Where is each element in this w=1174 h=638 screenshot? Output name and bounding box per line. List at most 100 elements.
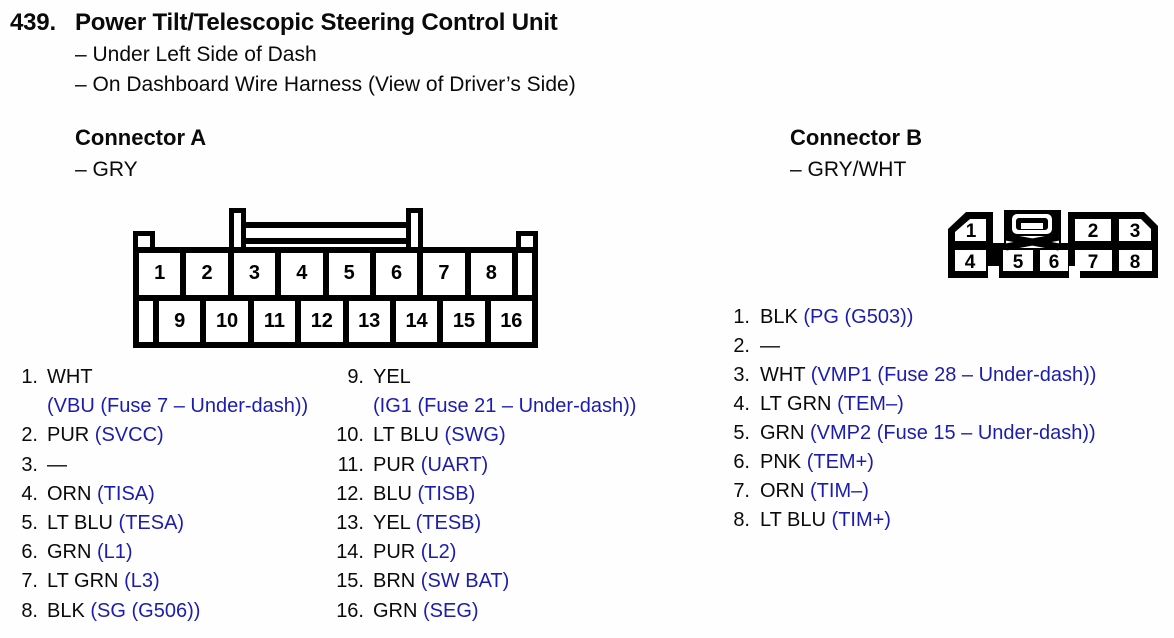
pin-cell-a1: 1: [139, 253, 181, 295]
pin-number: 15.: [336, 570, 364, 593]
connector-b-pin-list: 1. BLK (PG (G503)) 2. — 3. WHT (VMP1 (Fu…: [722, 303, 1096, 535]
signal-label: (SVCC): [94, 424, 164, 447]
signal-label: (UART): [420, 453, 489, 476]
pin-number: 4.: [21, 482, 38, 505]
wire-color: PUR: [373, 541, 416, 564]
signal-label: (TEM+): [806, 451, 874, 473]
pin-row: 5. LT BLU (TESA): [8, 509, 308, 538]
section-title: Power Tilt/Telescopic Steering Control U…: [75, 9, 558, 36]
wire-color: GRN: [760, 422, 805, 444]
pin-number: 9.: [347, 366, 364, 388]
pin-cell-a9: 9: [159, 300, 201, 342]
pin-number: 5.: [733, 422, 750, 444]
pin-row: 9. YEL (IG1 (Fuse 21 – Under-dash)): [330, 363, 636, 421]
connector-a-heading: Connector A – GRY: [75, 125, 206, 182]
pin-row: 5. GRN (VMP2 (Fuse 15 – Under-dash)): [722, 419, 1096, 448]
pin-row: 8. BLK (SG (G506)): [8, 597, 308, 626]
pin-cell-a16: 16: [490, 300, 532, 342]
pin-cell-a11: 11: [253, 300, 296, 342]
connector-b-diagram: 1 2 3 4 5 6 7 8: [948, 210, 1158, 278]
pin-row: 3. WHT (VMP1 (Fuse 28 – Under-dash)): [722, 361, 1096, 390]
section-number: 439.: [10, 9, 56, 36]
pin-row: 7. LT GRN (L3): [8, 567, 308, 596]
pin-cell-b3: 3: [1130, 221, 1141, 242]
connector-a-latch-bridge: [237, 222, 419, 244]
signal-label: (VMP1 (Fuse 28 – Under-dash)): [810, 364, 1097, 386]
pin-number: 6.: [21, 541, 38, 564]
connector-a-pin-list-2: 9. YEL (IG1 (Fuse 21 – Under-dash)) 10. …: [330, 363, 636, 626]
pin-cell-a2: 2: [186, 253, 228, 295]
signal-label: (SG (G506)): [90, 599, 201, 622]
connector-a-title: Connector A: [75, 125, 207, 150]
signal-label: (VMP2 (Fuse 15 – Under-dash)): [810, 422, 1096, 444]
blank-slot: [518, 253, 532, 295]
location-line-2: – On Dashboard Wire Harness (View of Dri…: [75, 73, 576, 96]
signal-label: (TIM+): [831, 509, 891, 531]
signal-label: (TESB): [415, 512, 482, 535]
pin-cell-b8: 8: [1130, 252, 1141, 273]
pin-row: 3. —: [8, 451, 308, 480]
pin-cell-a15: 15: [443, 300, 485, 342]
pin-row: 2. —: [722, 332, 1096, 361]
connector-a-body: 1 2 3 4 5 6 7 8 9 10 11 12 13 14 15 16: [133, 247, 538, 348]
pin-row: 10. LT BLU (SWG): [330, 421, 636, 450]
pin-number: 8.: [733, 509, 750, 531]
connector-a-pin-row-1: 1 2 3 4 5 6 7 8: [139, 253, 532, 295]
pin-row: 1. BLK (PG (G503)): [722, 303, 1096, 332]
pin-number: 13.: [336, 512, 364, 535]
location-line-1: – Under Left Side of Dash: [75, 43, 317, 66]
wire-color: —: [760, 335, 780, 357]
wire-color: YEL: [373, 366, 411, 388]
pin-cell-a7: 7: [423, 253, 465, 295]
wire-color: BRN: [373, 570, 416, 593]
wire-color: LT BLU: [47, 512, 113, 535]
pin-cell-a10: 10: [206, 300, 248, 342]
pin-number: 7.: [733, 480, 750, 502]
wire-color: GRN: [373, 599, 418, 622]
signal-label: (VBU (Fuse 7 – Under-dash)): [47, 395, 309, 418]
wire-color: PUR: [47, 424, 90, 447]
pin-number: 5.: [21, 512, 38, 535]
signal-label: (TISA): [97, 482, 155, 505]
wire-color: PUR: [373, 453, 416, 476]
wire-color: LT GRN: [760, 393, 832, 415]
wire-color: BLK: [760, 306, 798, 328]
signal-label: (L2): [420, 541, 457, 564]
wire-color: BLK: [47, 599, 85, 622]
wire-color: WHT: [47, 366, 93, 388]
pin-number: 2.: [733, 335, 750, 357]
connector-b-color: – GRY/WHT: [790, 158, 907, 181]
connector-a-latch-post-right: [406, 208, 423, 252]
wire-color: ORN: [47, 482, 92, 505]
connector-b-heading: Connector B – GRY/WHT: [790, 125, 922, 182]
blank-slot: [139, 300, 153, 342]
signal-label: (TISB): [417, 482, 476, 505]
pin-cell-b5: 5: [1013, 252, 1024, 273]
wire-color: LT GRN: [47, 570, 119, 593]
signal-label: (SWG): [444, 424, 506, 447]
wire-color: LT BLU: [760, 509, 826, 531]
pin-number: 16.: [336, 599, 364, 622]
wire-color: GRN: [47, 541, 92, 564]
pin-cell-a14: 14: [395, 300, 438, 342]
pin-cell-b7: 7: [1088, 252, 1099, 273]
connector-a-diagram: 1 2 3 4 5 6 7 8 9 10 11 12 13 14 15 16: [133, 208, 538, 348]
signal-label: (SEG): [423, 599, 479, 622]
pin-row: 6. PNK (TEM+): [722, 448, 1096, 477]
signal-label: (PG (G503)): [803, 306, 914, 328]
pin-row: 15. BRN (SW BAT): [330, 567, 636, 596]
pin-cell-a6: 6: [375, 253, 418, 295]
pin-number: 3.: [21, 453, 38, 476]
pin-row: 13. YEL (TESB): [330, 509, 636, 538]
pin-row: 12. BLU (TISB): [330, 480, 636, 509]
pin-cell-b2: 2: [1088, 221, 1099, 242]
signal-label: (TEM–): [837, 393, 904, 415]
signal-label: (TIM–): [810, 480, 869, 502]
connector-a-pin-list-1: 1. WHT (VBU (Fuse 7 – Under-dash)) 2. PU…: [8, 363, 308, 626]
pin-number: 4.: [733, 393, 750, 415]
signal-label: (TESA): [118, 512, 185, 535]
wire-color: LT BLU: [373, 424, 439, 447]
pin-cell-b6: 6: [1049, 252, 1060, 273]
pin-cell-a4: 4: [281, 253, 323, 295]
signal-label: (IG1 (Fuse 21 – Under-dash)): [373, 395, 637, 418]
